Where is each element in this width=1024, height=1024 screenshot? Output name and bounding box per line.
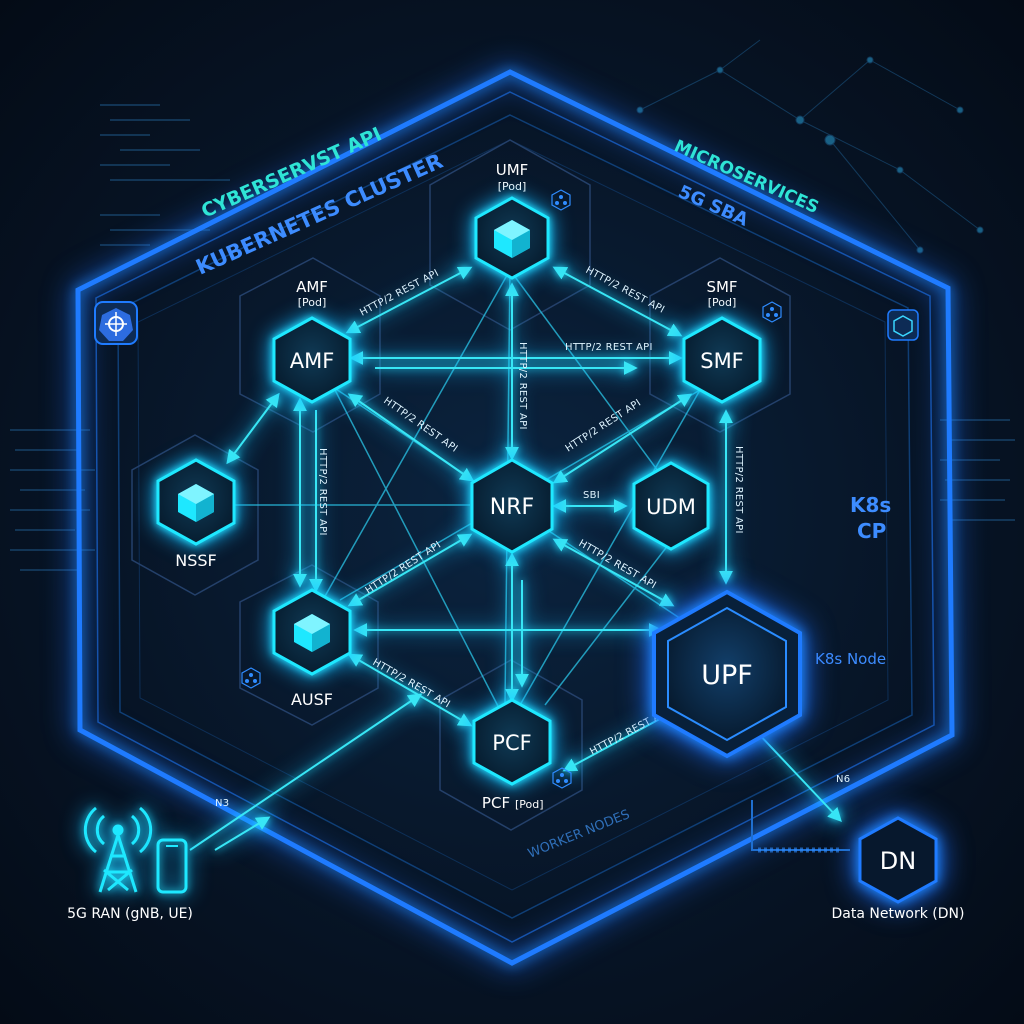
nrf-node[interactable]: NRF (470, 458, 554, 554)
umf-pod-label: [Pod] (498, 180, 527, 193)
link-label-ausf-nrf: HTTP/2 REST API (364, 540, 444, 597)
pcf-label: PCF (492, 731, 531, 755)
link-label-umf-nrf: HTTP/2 REST API (517, 342, 528, 430)
nssf-node[interactable]: NSSF (156, 458, 236, 570)
amf-node[interactable]: AMF [Pod] AMF (272, 278, 352, 404)
cube-icon (178, 484, 214, 522)
amf-label: AMF (290, 349, 335, 373)
background-network-decoration (636, 39, 984, 254)
umf-node[interactable]: UMF [Pod] (474, 161, 571, 280)
kubernetes-helm-icon (94, 301, 138, 345)
udm-label: UDM (646, 495, 696, 519)
link-label-smf-upf: HTTP/2 REST API (733, 446, 744, 534)
smf-label: SMF (700, 349, 744, 373)
cube-icon (887, 309, 919, 341)
link-label-amf-ausf: HTTP/2 REST API (317, 448, 328, 536)
dn-node[interactable]: DN (858, 816, 938, 904)
link-label-n6: N6 (836, 774, 850, 785)
dn-caption: Data Network (DN) (832, 906, 965, 922)
k8s-node-label: K8s Node (815, 650, 886, 668)
pod-network-icon (551, 189, 571, 211)
smf-title: SMF (706, 278, 737, 296)
link-label-amf-smf: HTTP/2 REST API (565, 342, 653, 353)
cube-icon (494, 220, 530, 258)
cluster-frame (75, 69, 955, 966)
cell-tower-icon (83, 806, 153, 893)
ausf-label: AUSF (291, 690, 333, 709)
sba-5g-heading: 5G SBA (675, 181, 751, 230)
amf-pod-label: [Pod] (298, 296, 327, 309)
nrf-label: NRF (490, 495, 534, 520)
cube-icon (294, 614, 330, 652)
smf-node[interactable]: SMF [Pod] SMF (682, 278, 782, 404)
ausf-node[interactable]: AUSF (241, 588, 352, 709)
link-label-sbi: SBI (583, 490, 600, 501)
pcf-node[interactable]: PCF PCF [Pod] (472, 698, 572, 812)
smf-pod-label: [Pod] (708, 296, 737, 309)
udm-node[interactable]: UDM (632, 461, 710, 551)
ran-caption: 5G RAN (gNB, UE) (67, 906, 193, 922)
arrows (189, 266, 842, 851)
amf-title: AMF (296, 278, 328, 296)
upf-node[interactable]: UPF (652, 589, 802, 759)
pod-network-icon (241, 667, 261, 689)
upf-label: UPF (701, 660, 753, 691)
pcf-pod-label: [Pod] (515, 798, 544, 811)
link-label-ausf-pcf: HTTP/2 REST API (371, 657, 452, 710)
umf-title: UMF (496, 161, 529, 179)
worker-nodes-heading: WORKER NODES (526, 807, 632, 862)
smartphone-icon (156, 838, 188, 894)
dn-connector-decoration (751, 800, 850, 853)
link-label-n3: N3 (215, 798, 229, 809)
k8s-cp-heading-line1: K8s (850, 493, 891, 517)
link-label-amf-umf: HTTP/2 REST API (358, 268, 441, 319)
nssf-label: NSSF (175, 551, 216, 570)
pcf-title: PCF (482, 794, 510, 812)
dn-label: DN (880, 847, 916, 875)
k8s-cp-heading-line2: CP (857, 519, 886, 543)
pod-network-icon (552, 767, 572, 789)
pod-network-icon (762, 301, 782, 323)
